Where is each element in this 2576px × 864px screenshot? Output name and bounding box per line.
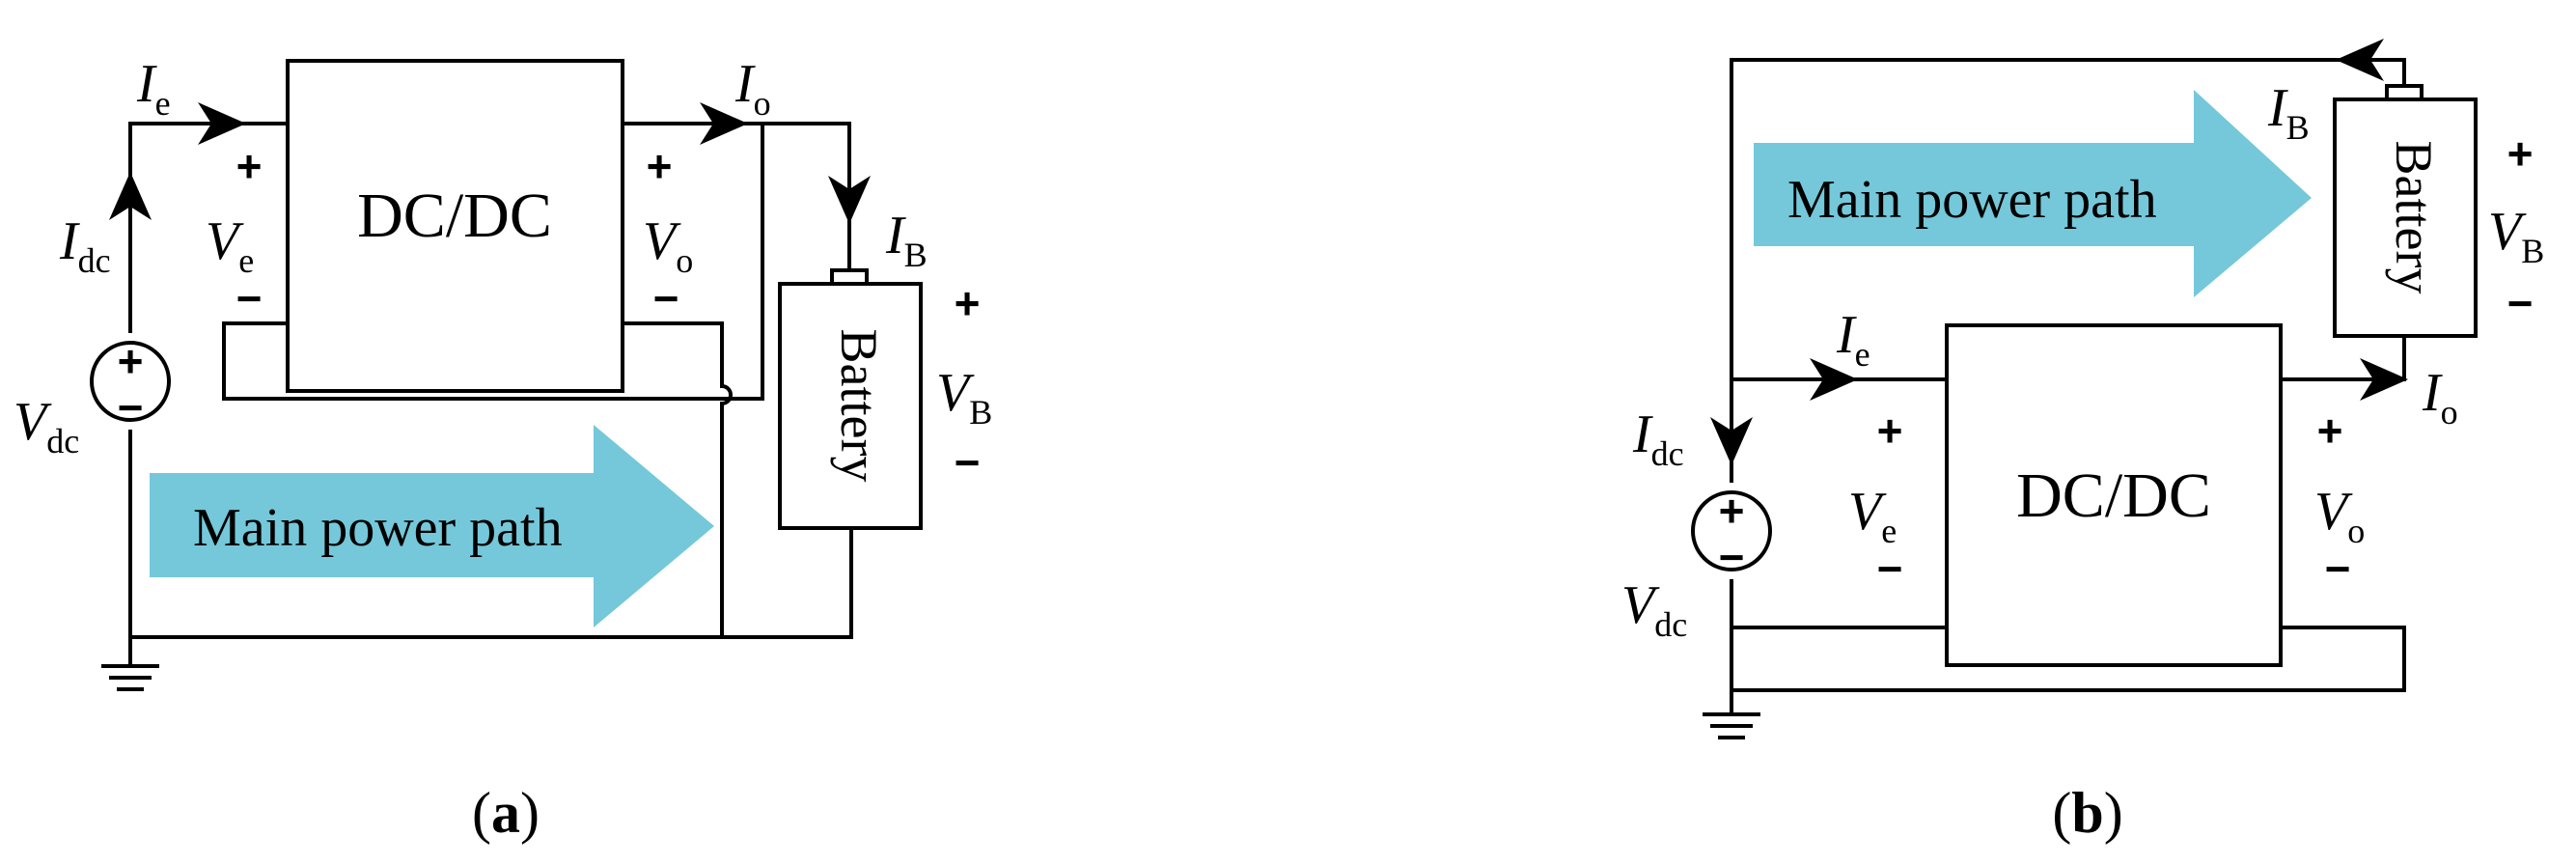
label-ve-plus: +	[1877, 405, 1903, 456]
battery-label: Battery	[2385, 141, 2443, 294]
current-arrow-dc	[109, 172, 152, 220]
label-vo-minus: −	[2325, 543, 2351, 594]
current-arrow-b	[828, 176, 871, 224]
dcdc-converter-label: DC/DC	[357, 181, 552, 251]
output-return-loop	[1731, 626, 2406, 692]
panel-a: Main power path DC/DC Battery + − Idc Ie	[14, 54, 992, 845]
dcdc-converter-box	[286, 59, 624, 393]
dcdc-converter-label: DC/DC	[2016, 460, 2211, 531]
input-return-loop	[222, 124, 764, 401]
label-vb-minus: −	[955, 437, 981, 488]
current-arrow-o	[700, 102, 748, 145]
battery-body	[2333, 98, 2478, 338]
label-ib: IB	[885, 206, 928, 274]
dc-source-plus: +	[1719, 486, 1745, 536]
current-arrow-e	[198, 102, 246, 145]
current-arrow-dc	[1710, 417, 1753, 465]
label-ie: Ie	[136, 54, 171, 123]
label-vb-plus: +	[955, 278, 981, 328]
main-power-path-label: Main power path	[1787, 170, 2157, 230]
label-ve-minus: −	[1877, 543, 1903, 594]
ground-icon	[101, 637, 159, 691]
label-vb: VB	[2488, 202, 2544, 270]
dc-source-minus: −	[1719, 532, 1745, 582]
battery-body	[778, 282, 923, 530]
panel-b: Main power path DC/DC Battery + − IB Ie	[1621, 39, 2544, 845]
label-ve: Ve	[206, 211, 254, 280]
label-ve-plus: +	[236, 141, 263, 191]
caption-a: (a)	[472, 781, 540, 845]
label-vo-plus: +	[647, 141, 673, 191]
label-vb: VB	[936, 363, 992, 432]
label-ve-minus: −	[236, 273, 263, 323]
output-return-wire	[623, 321, 733, 637]
main-power-path-arrow	[1754, 90, 2312, 297]
label-io: Io	[2422, 363, 2458, 432]
current-arrow-o	[2360, 358, 2408, 401]
dc-source-plus: +	[118, 336, 144, 386]
label-idc: Idc	[1632, 404, 1684, 473]
top-loop-wire	[1730, 58, 2406, 483]
main-power-path-arrow	[150, 425, 714, 627]
main-power-path-label: Main power path	[193, 498, 563, 558]
dc-source-symbol	[1691, 490, 1772, 571]
dcdc-converter-box	[1945, 323, 2283, 667]
dc-source-minus: −	[118, 382, 144, 432]
label-vo-minus: −	[653, 273, 679, 323]
label-ie: Ie	[1836, 305, 1870, 374]
current-arrow-e	[1810, 358, 1858, 401]
label-ve: Ve	[1848, 482, 1897, 550]
label-vb-minus: −	[2507, 278, 2534, 328]
label-vdc: Vdc	[1621, 575, 1687, 644]
ground-icon	[1703, 690, 1760, 739]
label-vb-plus: +	[2507, 128, 2534, 179]
label-vo: Vo	[2314, 482, 2365, 550]
battery-label: Battery	[830, 329, 888, 483]
caption-b: (b)	[2052, 781, 2122, 845]
label-vdc: Vdc	[14, 392, 79, 460]
label-ib: IB	[2267, 78, 2310, 147]
dc-source-symbol	[90, 341, 171, 422]
label-vo: Vo	[643, 211, 693, 280]
label-io: Io	[734, 54, 771, 123]
label-vo-plus: +	[2317, 405, 2343, 456]
source-bottom-wire	[128, 430, 853, 639]
label-idc: Idc	[59, 211, 111, 280]
current-arrow-b	[2336, 39, 2384, 81]
